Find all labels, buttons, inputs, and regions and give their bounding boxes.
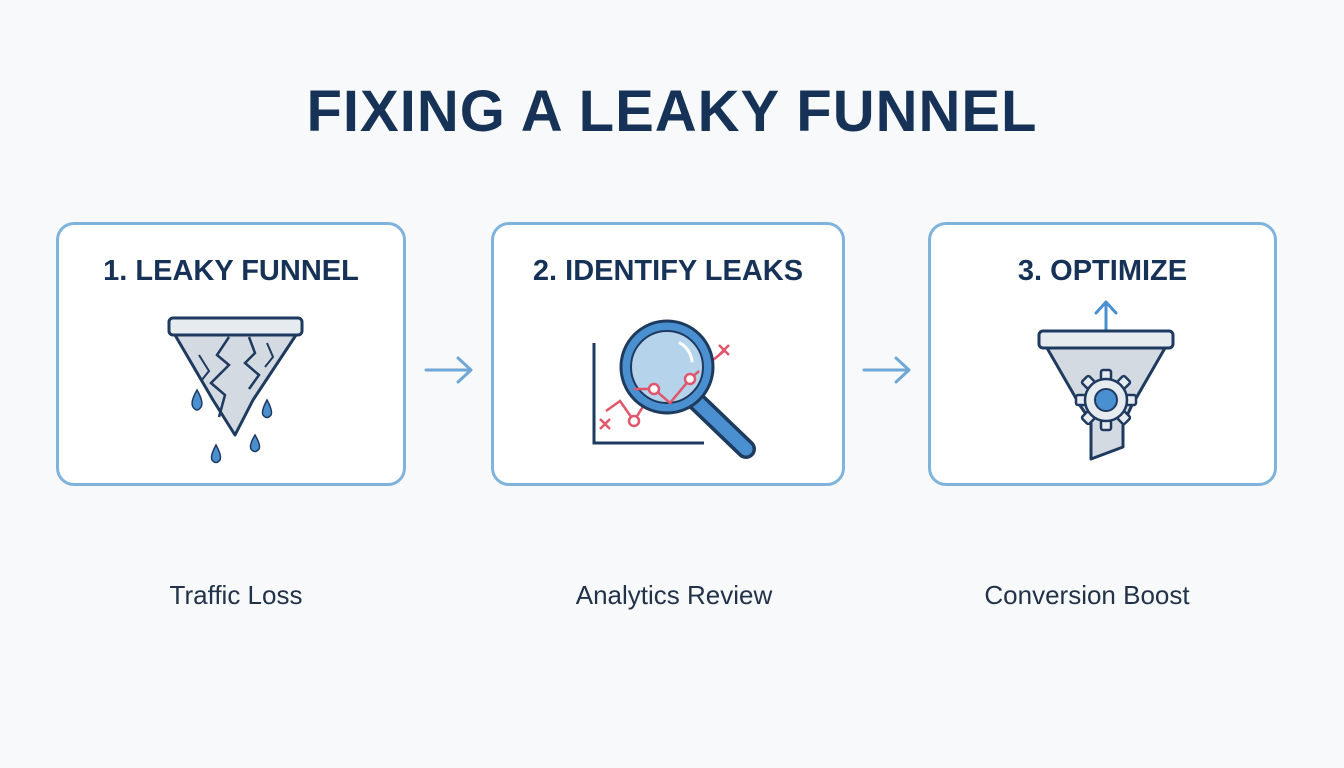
magnifier-chart-icon (592, 319, 756, 459)
step-caption: Analytics Review (575, 580, 773, 610)
step-title: 1. LEAKY FUNNEL (103, 255, 359, 287)
step-caption: Conversion Boost (984, 580, 1190, 610)
page-title: FIXING A LEAKY FUNNEL (306, 79, 1038, 144)
funnel-gear-icon (1037, 300, 1175, 461)
arrow-right-icon (424, 356, 473, 384)
step-title: 2. IDENTIFY LEAKS (532, 255, 804, 287)
step-caption: Traffic Loss (169, 580, 303, 610)
leaky-funnel-icon (167, 316, 304, 464)
step-card-optimize: 3. OPTIMIZE (928, 222, 1277, 486)
arrow-right-icon (862, 356, 911, 384)
step-card-leaky-funnel: 1. LEAKY FUNNEL (56, 222, 406, 486)
step-title: 3. OPTIMIZE (1017, 255, 1188, 287)
step-card-identify-leaks: 2. IDENTIFY LEAKS (491, 222, 845, 486)
